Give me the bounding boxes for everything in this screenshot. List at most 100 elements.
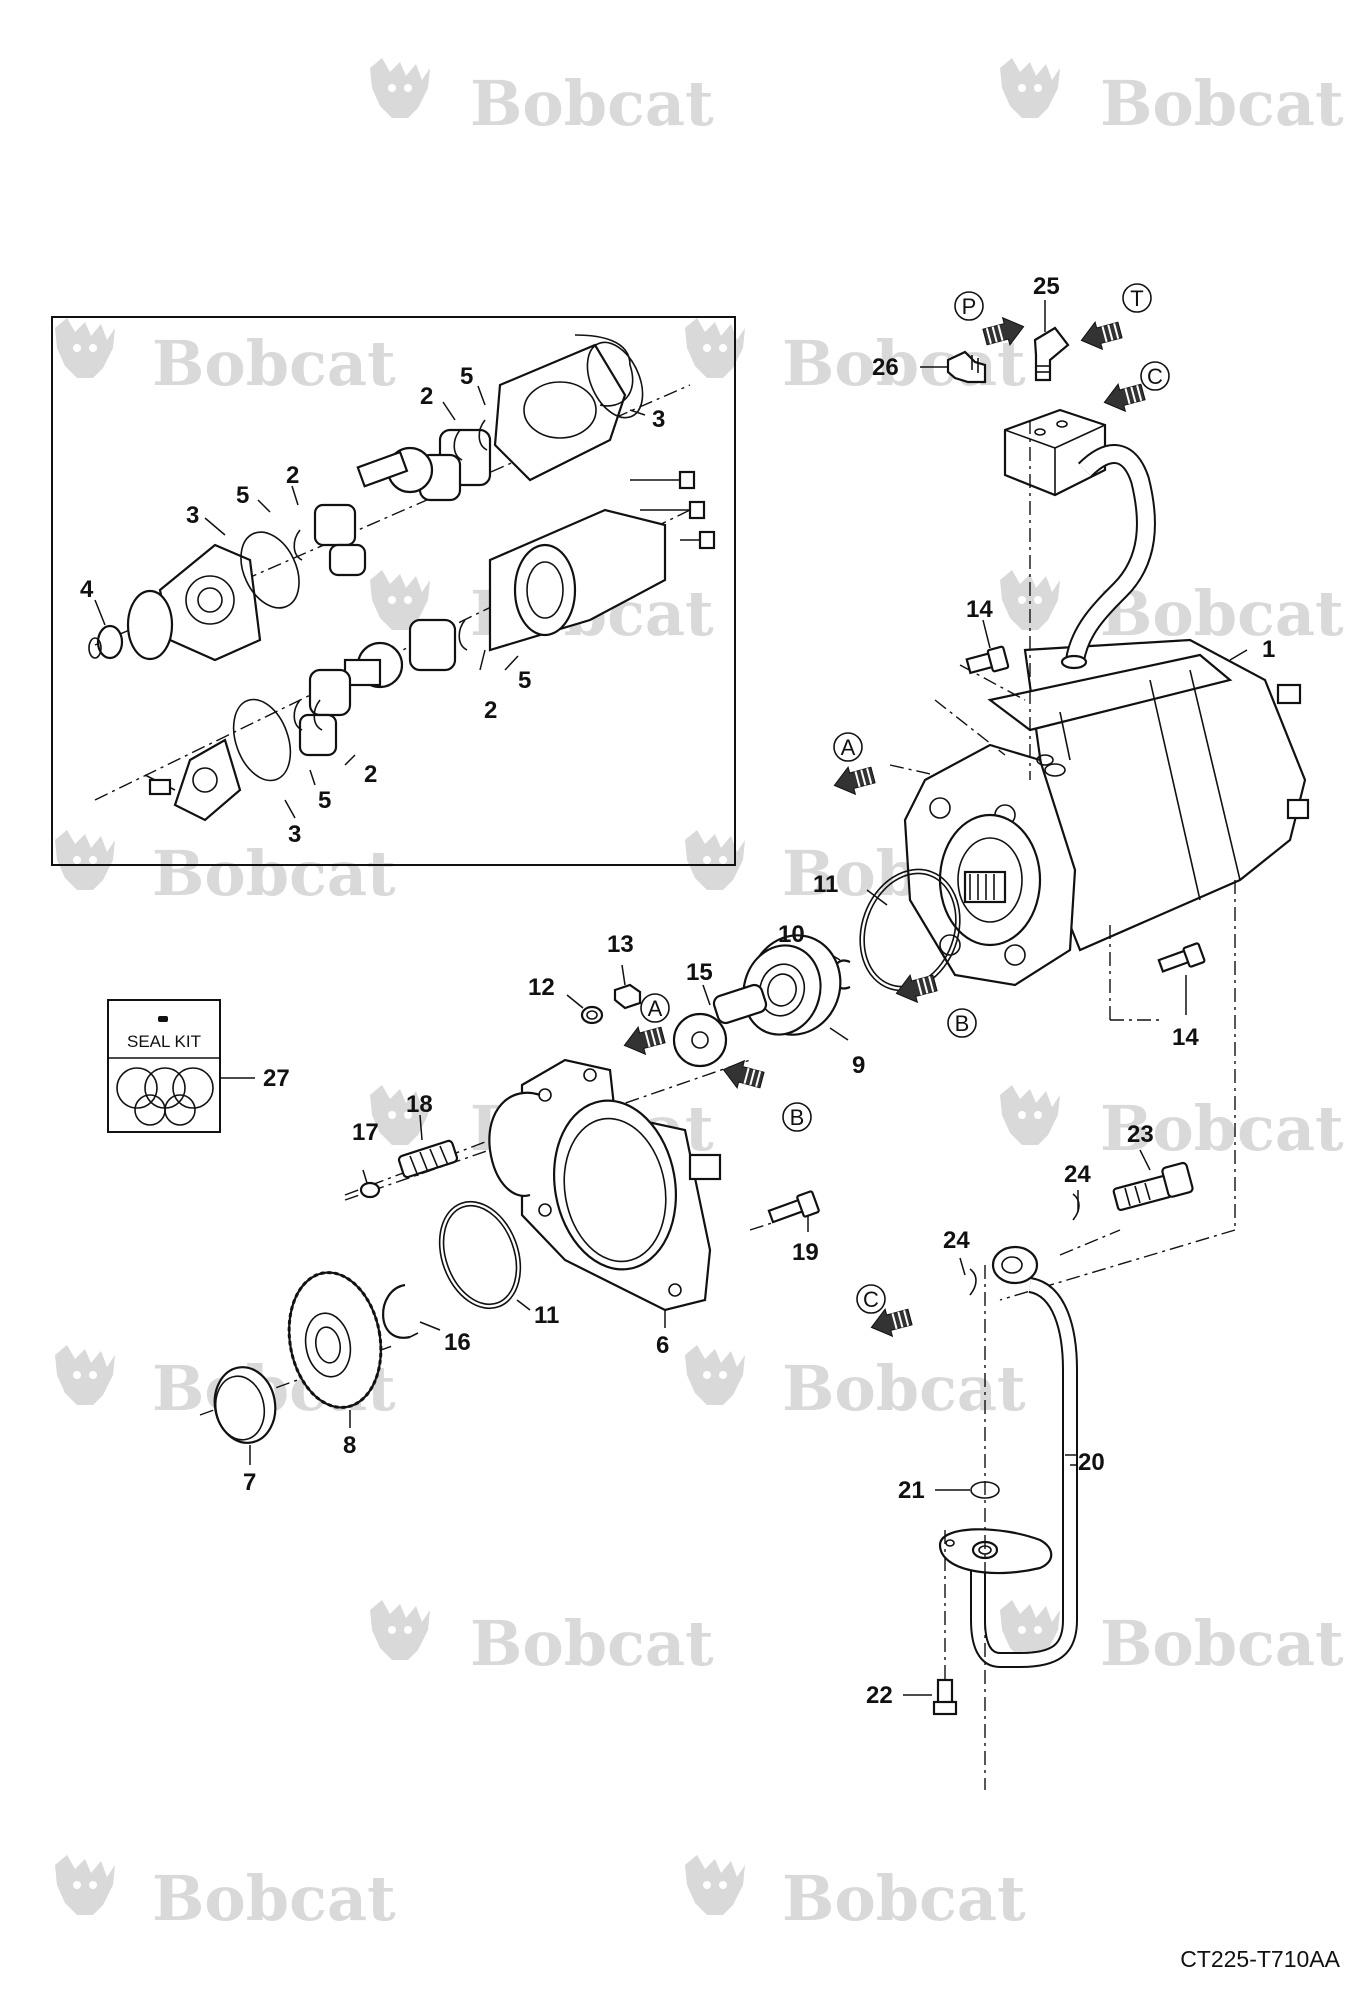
bearing-9 [742,934,842,1036]
callout-5: 5 [318,787,331,814]
callout-20: 20 [1078,1449,1105,1476]
bobcat-logo-icon [370,58,430,118]
flow-arrow-icon [619,1020,668,1060]
watermark-text: Bobcat [152,327,396,400]
callout-14: 14 [1172,1024,1199,1051]
bobcat-logo-icon [55,318,115,378]
flow-arrow-icon [1076,315,1125,355]
ref-c: C [863,1287,879,1312]
reference-circles: P T C A B A B C [640,283,1170,1314]
bobcat-logo-icon [370,1600,430,1660]
inset-front-plate [88,543,262,662]
ref-b: B [955,1011,970,1036]
inset-lower-gears [298,618,457,757]
callout-22: 22 [866,1682,893,1709]
o-ring-11-upper [859,868,961,992]
washer-17 [359,1181,381,1199]
watermark-text: Bobcat [1100,577,1344,650]
flow-arrow-icon [1099,377,1148,417]
elbow-fitting-26 [946,350,987,384]
flow-arrow-icon [891,968,940,1008]
drive-gear-8 [287,1271,383,1409]
callout-24: 24 [1064,1161,1091,1188]
callout-11: 11 [813,871,838,898]
bobcat-logo-icon [685,1345,745,1405]
inset-upper-gears [313,428,492,577]
o-ring-21 [970,1481,1000,1499]
callout-9: 9 [852,1052,865,1079]
ref-port-c: C [1147,364,1163,389]
elbow-fitting-25 [1033,326,1070,382]
ref-port-p: P [962,294,977,319]
snap-ring-16 [382,1283,411,1339]
ref-a: A [841,735,856,760]
callout-2: 2 [286,462,299,489]
callout-7: 7 [243,1469,256,1496]
callout-3: 3 [652,406,665,433]
callout-5: 5 [460,363,473,390]
watermark-text: Bobcat [1100,67,1344,140]
callout-21: 21 [898,1477,925,1504]
bolt-14-upper [965,645,1010,675]
callout-3: 3 [186,502,199,529]
inset-frame [51,316,736,866]
callouts: 1 6 7 8 9 10 11 11 12 13 14 14 15 16 17 … [243,273,1275,1709]
seal-kit-box: SEAL KIT [107,999,221,1133]
watermark-text: Bobcat [470,67,714,140]
callout-8: 8 [343,1432,356,1459]
watermark-text: Bobcat [470,1607,714,1680]
bolt-22 [932,1678,958,1716]
callout-2: 2 [484,697,497,724]
watermark-text: Bobcat [782,1352,1026,1425]
ref-port-t: T [1130,286,1143,311]
seal-kit-title: SEAL KIT [127,1032,201,1051]
callout-11: 11 [534,1302,559,1329]
watermark-text: Bobcat [1100,1607,1344,1680]
washer-12 [580,1005,604,1025]
drain-hose [1060,444,1156,670]
o-ring-icon [172,1067,214,1109]
callout-4: 4 [80,576,94,603]
hydraulic-pump-assembly [903,638,1310,987]
callout-19: 19 [792,1239,819,1266]
callout-2: 2 [420,383,433,410]
callout-6: 6 [656,1332,669,1359]
bolt-19 [767,1190,820,1224]
o-ring-icon [116,1067,158,1109]
callout-1: 1 [1262,636,1275,663]
bobcat-logo-icon [1000,1085,1060,1145]
callout-24: 24 [943,1227,970,1254]
drive-gear-15 [672,983,768,1068]
callout-15: 15 [686,959,713,986]
callout-5: 5 [236,482,249,509]
callout-17: 17 [352,1119,379,1146]
bolt-14-lower [1157,942,1206,973]
inset-lower-pump-body [488,470,716,652]
callout-14: 14 [966,596,993,623]
watermark-text: Bobcat [782,1862,1026,1935]
flow-arrow-icon [718,1055,767,1095]
bobcat-logo-icon [1000,58,1060,118]
callout-27: 27 [263,1065,290,1092]
o-ring-24-left [969,1268,977,1296]
bobcat-logo-icon [55,1855,115,1915]
callout-3: 3 [288,821,301,848]
watermark-layer: Bobcat Bobcat Bobcat Bobcat Bobcat Bobca… [55,58,1344,1935]
tube-assembly-20 [938,1245,1078,1668]
banjo-bolt-23 [1112,1161,1194,1212]
inset-panel: 2 5 3 5 2 3 4 5 2 2 5 3 [51,316,736,866]
callout-10: 10 [778,921,805,948]
callout-25: 25 [1033,273,1060,300]
callout-12: 12 [528,974,555,1001]
o-ring-24-right [1072,1193,1080,1221]
callout-5: 5 [518,667,531,694]
callout-26: 26 [872,354,899,381]
bobcat-logo-icon [55,830,115,890]
nut-13 [613,983,642,1010]
bobcat-logo-icon [685,1855,745,1915]
seal-7 [213,1366,277,1444]
watermark-text: Bobcat [152,1862,396,1935]
inset-upper-pump-body [493,334,634,482]
